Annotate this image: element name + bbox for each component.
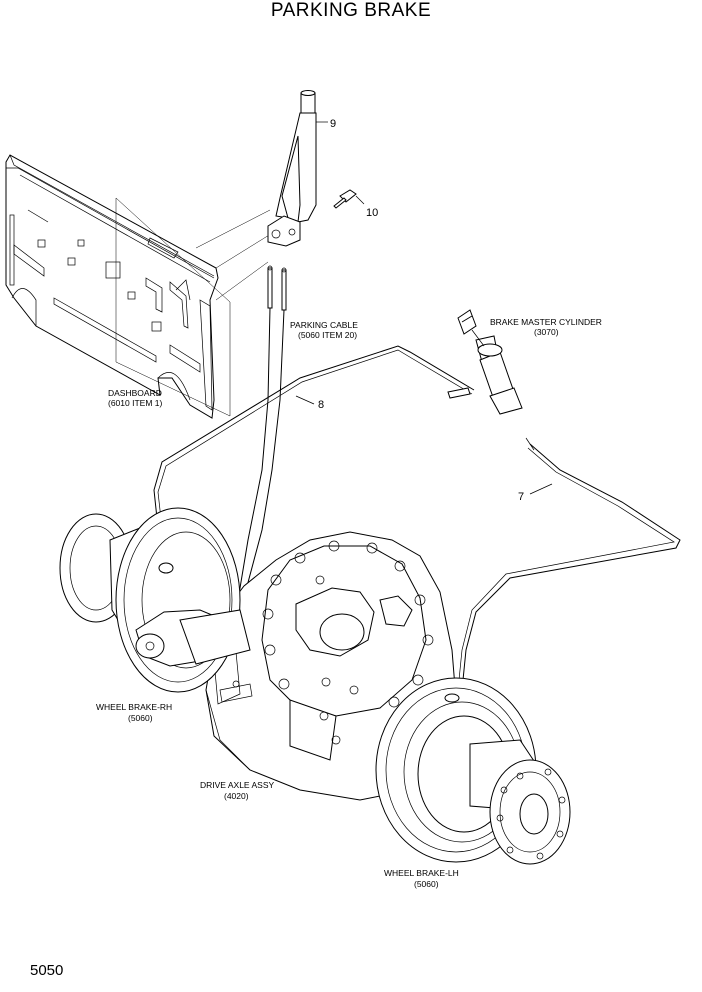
label-wheel-brake-lh: WHEEL BRAKE-LH (5060) [384,868,459,889]
callout-9: 9 [330,118,336,130]
label-brake-master-cylinder: BRAKE MASTER CYLINDER (3070) [490,317,602,337]
label-brake-master-cylinder-ref: (3070) [534,327,559,337]
label-wheel-brake-lh-ref: (5060) [414,879,439,889]
label-dashboard-name: DASHBOARD [108,388,162,398]
dashboard-panel [5,154,219,419]
reference-lines [115,197,275,417]
parking-brake-lever: 9 [267,90,336,247]
label-wheel-brake-rh-ref: (5060) [128,713,153,723]
callout-10: 10 [366,207,378,219]
label-drive-axle-assy: DRIVE AXLE ASSY (4020) [200,780,275,801]
label-parking-cable-name: PARKING CABLE [290,320,358,330]
label-dashboard-ref: (6010 ITEM 1) [108,398,162,408]
wheel-brake-lh [375,677,571,865]
label-wheel-brake-rh: WHEEL BRAKE-RH (5060) [96,702,172,723]
label-brake-master-cylinder-name: BRAKE MASTER CYLINDER [490,317,602,327]
brake-master-cylinder [457,309,535,451]
label-parking-cable: PARKING CABLE (5060 ITEM 20) [290,320,358,340]
page-number: 5050 [30,962,64,979]
callout-8: 8 [318,399,324,411]
label-parking-cable-ref: (5060 ITEM 20) [298,330,357,340]
label-drive-axle-assy-ref: (4020) [224,791,249,801]
page-title: PARKING BRAKE [270,0,432,21]
parking-cable: 8 [237,265,324,601]
bolt-10: 10 [333,189,378,219]
brake-line-lh: 7 [457,443,681,691]
label-dashboard: DASHBOARD (6010 ITEM 1) [108,388,162,408]
label-drive-axle-assy-name: DRIVE AXLE ASSY [200,780,275,790]
callout-7: 7 [518,491,524,503]
wheel-brake-rh [59,507,251,693]
label-wheel-brake-lh-name: WHEEL BRAKE-LH [384,868,459,878]
label-wheel-brake-rh-name: WHEEL BRAKE-RH [96,702,172,712]
